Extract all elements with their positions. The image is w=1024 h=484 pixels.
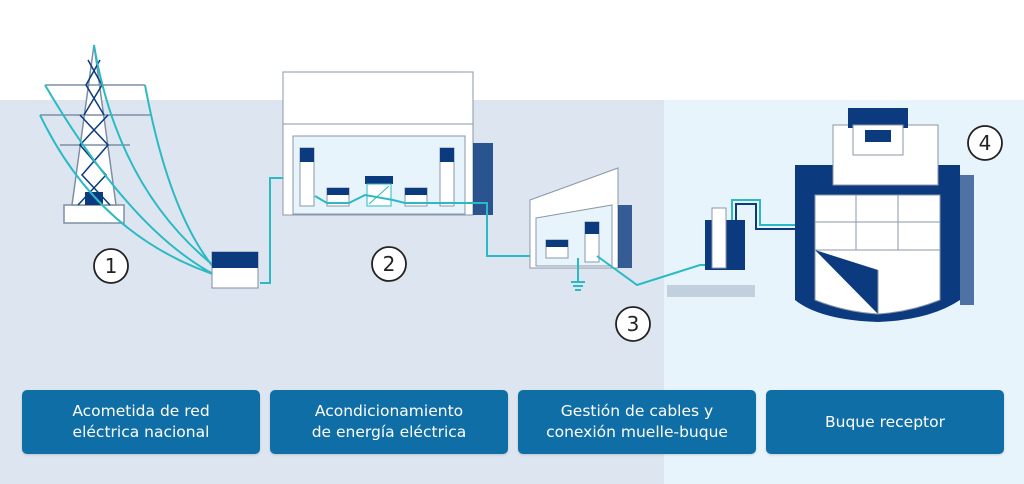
quay-icon	[667, 285, 755, 297]
transmission-tower-icon	[40, 44, 150, 224]
dock-substation-icon	[529, 167, 632, 291]
conditioning-cables	[314, 193, 545, 257]
step-label-text: Acometida de red eléctrica nacional	[72, 402, 210, 441]
power-conditioning-building-icon	[282, 71, 493, 216]
svg-text:4: 4	[979, 131, 992, 155]
step-label-text: Gestión de cables y conexión muelle-buqu…	[546, 402, 728, 441]
grid-transformer-icon	[211, 251, 259, 289]
step-label-text: Acondicionamiento de energía eléctrica	[311, 402, 467, 441]
step-label-grid-connection: Acometida de red eléctrica nacional	[22, 390, 260, 454]
step-label-receiving-ship: Buque receptor	[766, 390, 1004, 454]
svg-text:1: 1	[105, 254, 118, 278]
step-label-cable-management: Gestión de cables y conexión muelle-buqu…	[518, 390, 756, 454]
step-label-text: Buque receptor	[825, 412, 945, 431]
svg-text:2: 2	[383, 252, 396, 276]
cable-management-unit-icon	[705, 207, 745, 270]
svg-text:3: 3	[627, 312, 640, 336]
step-number-2: 2	[371, 246, 407, 282]
step-number-4: 4	[967, 125, 1003, 161]
step-label-power-conditioning: Acondicionamiento de energía eléctrica	[270, 390, 508, 454]
receiving-ship-icon	[795, 108, 974, 322]
step-number-3: 3	[615, 306, 651, 342]
step-number-1: 1	[93, 248, 129, 284]
